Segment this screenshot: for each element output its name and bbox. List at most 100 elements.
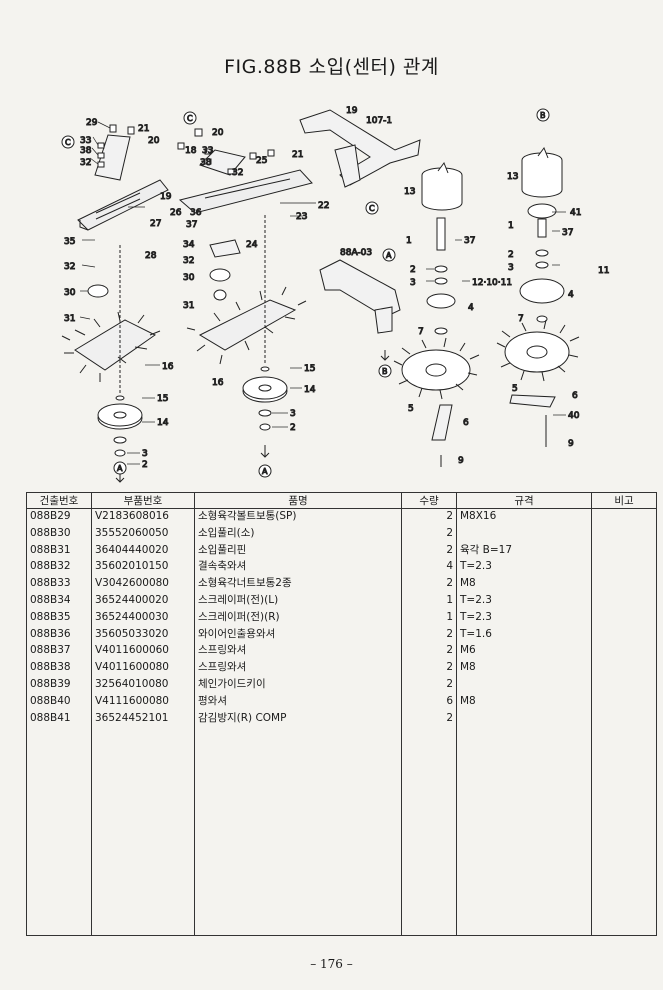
exploded-parts-diagram: 29 33 38 32 21 20 C C 20 18 33 38 32 25 …: [0, 95, 663, 490]
table-cell: 소입풀리(소): [194, 525, 402, 543]
table-cell: [591, 593, 657, 610]
callout: 7: [518, 314, 524, 324]
table-cell: V4111600080: [91, 693, 195, 711]
table-cell: [456, 525, 592, 543]
callout: 33: [80, 136, 91, 146]
table-cell: 088B39: [26, 677, 92, 694]
center-chain-guide: [186, 286, 307, 365]
callout: 36: [190, 208, 202, 218]
table-cell: 088B29: [26, 508, 92, 526]
table-cell: 스프링와셔: [194, 660, 402, 678]
callout: 3: [290, 409, 296, 419]
table-cell: V2183608016: [91, 508, 195, 526]
table-cell: M8X16: [456, 508, 592, 526]
table-cell: 결속축와셔: [194, 559, 402, 577]
callout: 31: [64, 314, 75, 324]
table-cell: 32564010080: [91, 677, 195, 694]
table-header-row: 건출번호 부품번호 품명 수량 규격 비고: [26, 492, 657, 509]
table-cell: 36404440020: [91, 542, 195, 560]
table-cell: 와이어인출용와셔: [194, 626, 402, 644]
table-cell: [591, 525, 657, 543]
callout: 5: [408, 404, 414, 414]
arm-assembly-107: [299, 109, 421, 188]
table-cell: 088B40: [26, 693, 92, 711]
header-cell: 수량: [401, 492, 457, 509]
sprocket-5a: [393, 337, 480, 400]
table-cell: 2: [401, 626, 457, 644]
callout: C: [65, 138, 71, 147]
header-cell: 규격: [456, 492, 592, 509]
callout: 16: [212, 378, 224, 388]
callout: 37: [464, 236, 475, 246]
table-cell: [591, 710, 657, 728]
callout: 27: [150, 219, 161, 229]
callout: 12·10·11: [472, 278, 512, 288]
table-cell: [91, 727, 195, 936]
table-cell: 35605033020: [91, 626, 195, 644]
table-cell: [591, 576, 657, 594]
arm-assembly-88a: [319, 259, 401, 334]
callout: B: [382, 367, 388, 376]
circle-markers: [61, 108, 550, 478]
scraper-6b: [509, 394, 556, 408]
callout: 30: [64, 288, 76, 298]
table-cell: 2: [401, 677, 457, 694]
table-cell: 088B32: [26, 559, 92, 577]
callout: A: [386, 251, 392, 260]
callout: 6: [572, 391, 578, 401]
callout: 37: [186, 220, 197, 230]
shaft-1b: [519, 203, 565, 323]
table-cell: T=2.3: [456, 593, 592, 610]
callout: 5: [512, 384, 518, 394]
scraper-6a: [431, 404, 453, 441]
callout: 22: [318, 201, 329, 211]
callout: 31: [183, 301, 194, 311]
callout: 3: [410, 278, 416, 288]
callout: 6: [463, 418, 469, 428]
center-pulleys: [209, 268, 288, 431]
table-cell: 36524400020: [91, 593, 195, 610]
table-cell: [591, 643, 657, 661]
callout: 2: [142, 460, 148, 470]
table-cell: 35552060050: [91, 525, 195, 543]
callout: 21: [138, 124, 149, 134]
callout: A: [117, 464, 123, 473]
table-cell: T=1.6: [456, 626, 592, 644]
table-cell: 2: [401, 542, 457, 560]
table-cell: 감김방지(R) COMP: [194, 710, 402, 728]
table-cell: 088B37: [26, 643, 92, 661]
table-cell: [591, 508, 657, 526]
header-cell: 부품번호: [91, 492, 195, 509]
table-cell: M8: [456, 660, 592, 678]
table-cell: 088B35: [26, 609, 92, 627]
table-cell: 2: [401, 508, 457, 526]
callout: 25: [256, 156, 267, 166]
header-cell: 비고: [591, 492, 657, 509]
table-cell: 36524400030: [91, 609, 195, 627]
table-cell: 088B33: [26, 576, 92, 594]
callout: 13: [507, 172, 518, 182]
callout: 9: [458, 456, 464, 466]
table-cell: [26, 727, 92, 936]
callout: 11: [598, 266, 609, 276]
table-cell: 체인가이드키이: [194, 677, 402, 694]
callout: 14: [304, 385, 316, 395]
callout: 19: [160, 192, 172, 202]
callout: 4: [568, 290, 574, 300]
table-cell: T=2.3: [456, 609, 592, 627]
header-cell: 품명: [194, 492, 402, 509]
callout: 3: [142, 449, 148, 459]
callout: 40: [568, 411, 580, 421]
table-filler-row: [26, 727, 657, 936]
callout: 13: [404, 187, 415, 197]
table-cell: [591, 693, 657, 711]
callout: 35: [64, 237, 75, 247]
table-cell: 1: [401, 609, 457, 627]
table-cell: 평와셔: [194, 693, 402, 711]
table-cell: [401, 727, 457, 936]
